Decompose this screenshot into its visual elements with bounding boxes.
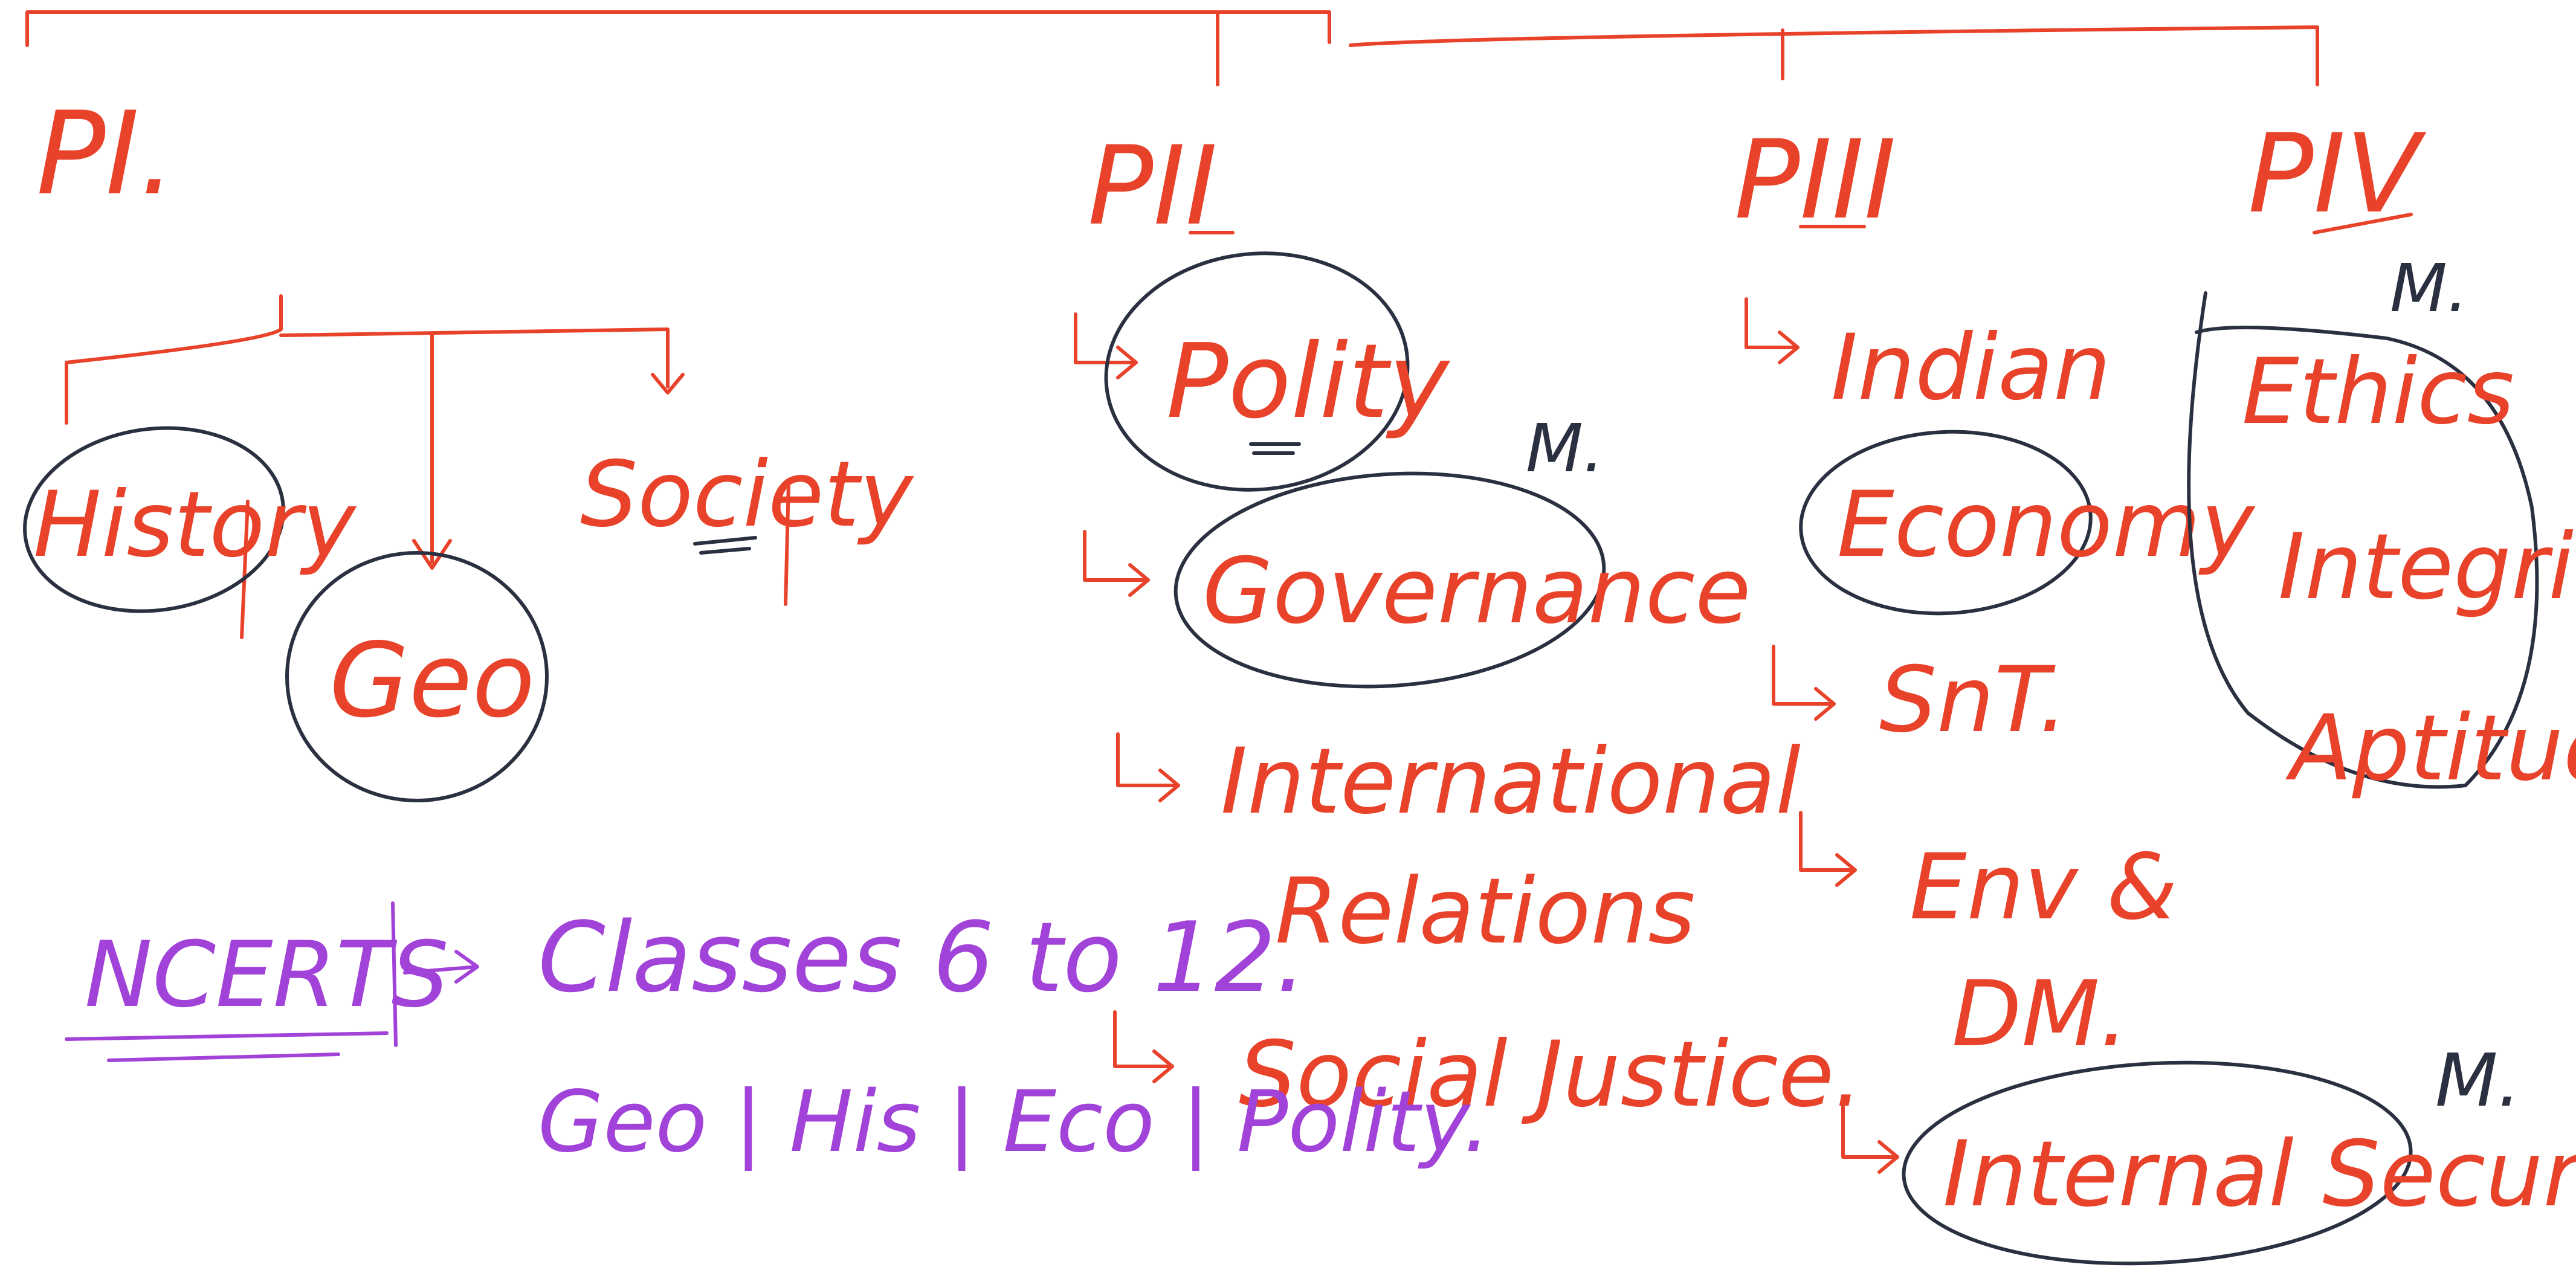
ncerts-underline — [65, 1031, 389, 1062]
governance-m-mark: M. — [1526, 410, 1604, 487]
society-label: Society — [580, 442, 914, 547]
international-label: International — [1221, 729, 1801, 834]
dm-label: DM. — [1952, 962, 2129, 1067]
paper-i-branches — [65, 294, 790, 639]
internal-security-label: Internal Security — [1943, 1122, 2576, 1227]
indian-label: Indian — [1831, 315, 2111, 421]
paper-ii-arrows — [1074, 312, 1180, 1083]
snt-label: SnT. — [1879, 648, 2068, 753]
society-underline — [693, 536, 757, 555]
paper-ii-label: PII — [1088, 123, 1218, 250]
paper-i-label: PI. — [36, 87, 176, 221]
aptitude-label: Aptitude — [2285, 696, 2576, 801]
internal-security-circle — [1902, 1060, 2413, 1266]
security-m-mark: M. — [2435, 1039, 2521, 1123]
polity-label: Polity — [1166, 322, 1451, 442]
env-label: Env & — [1909, 835, 2177, 940]
subjects-text: Geo | His | Eco | Polity. — [538, 1073, 1490, 1171]
paper-iv-label: PIV — [2248, 111, 2427, 237]
social-justice-label: Social Justice. — [1239, 1022, 1863, 1127]
integrity-label: Integrity — [2278, 515, 2576, 620]
top-bracket-left — [25, 10, 1331, 86]
ncerts-divider — [391, 901, 398, 1047]
geo-label: Geo — [329, 621, 535, 741]
ethics-enclosure — [2187, 291, 2539, 789]
paper-iii-arrows — [1745, 297, 1899, 1174]
history-label: History — [33, 472, 357, 578]
top-bracket-right — [1349, 25, 2319, 86]
polity-underline — [1249, 442, 1301, 455]
polity-circle — [1104, 251, 1410, 492]
history-circle — [23, 426, 285, 613]
paper-iii-label: PIII — [1734, 117, 1896, 243]
classes-text: Classes 6 to 12. — [538, 901, 1306, 1014]
paper-iv-underline — [2313, 213, 2413, 234]
economy-circle — [1799, 430, 2093, 616]
geo-circle — [285, 551, 549, 802]
economy-label: Economy — [1837, 472, 2256, 578]
governance-circle — [1173, 471, 1606, 689]
ncerts-label: NCERTS — [85, 923, 449, 1028]
ncerts-arrow — [403, 950, 479, 984]
relations-label: Relations — [1275, 859, 1696, 964]
governance-label: Governance — [1202, 539, 1751, 644]
ethics-m-mark: M. — [2390, 250, 2468, 327]
ethics-label: Ethics — [2242, 340, 2514, 445]
